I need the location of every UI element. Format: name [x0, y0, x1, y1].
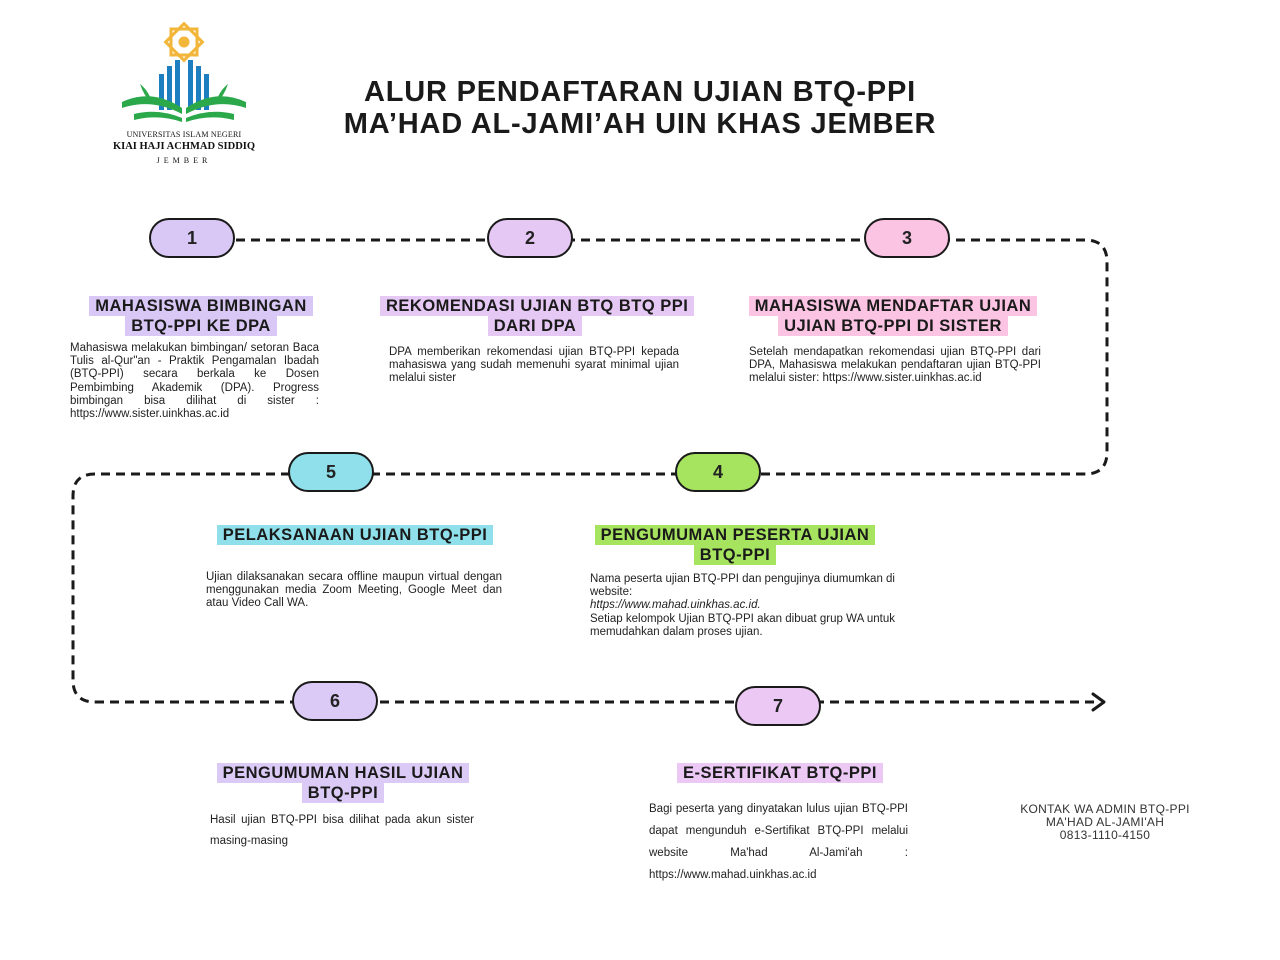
- step-4-heading-text: PENGUMUMAN PESERTA UJIAN BTQ-PPI: [594, 525, 876, 565]
- arrow-head: [1091, 692, 1106, 712]
- step-3-number: 3: [864, 218, 950, 258]
- step-2-heading-text: REKOMENDASI UJIAN BTQ BTQ PPI DARI DPA: [380, 296, 695, 336]
- step-7-heading: E-SERTIFIKAT BTQ-PPI: [650, 763, 910, 783]
- logo-line-3: JEMBER: [156, 156, 212, 165]
- step-2-description: DPA memberikan rekomendasi ujian BTQ-PPI…: [389, 346, 679, 385]
- step-5-heading: PELAKSANAAN UJIAN BTQ-PPI: [200, 525, 510, 545]
- step-7-description: Bagi peserta yang dinyatakan lulus ujian…: [649, 803, 908, 881]
- university-logo: UNIVERSITAS ISLAM NEGERI KIAI HAJI ACHMA…: [100, 22, 268, 172]
- step-1-number: 1: [149, 218, 235, 258]
- logo-line-1: UNIVERSITAS ISLAM NEGERI: [126, 130, 242, 139]
- step-6-heading-text: PENGUMUMAN HASIL UJIAN BTQ-PPI: [216, 763, 470, 803]
- page-title-line-1: ALUR PENDAFTARAN UJIAN BTQ-PPI: [364, 76, 916, 108]
- connector-row2: [71, 472, 1085, 704]
- step-4-description: Nama peserta ujian BTQ-PPI dan pengujiny…: [590, 573, 895, 639]
- step-4-description-link[interactable]: https://www.mahad.uinkhas.ac.id.: [590, 599, 761, 612]
- contact-info: KONTAK WA ADMIN BTQ-PPI MA'HAD AL-JAMI'A…: [1000, 803, 1210, 842]
- step-4-heading: PENGUMUMAN PESERTA UJIAN BTQ-PPI: [580, 525, 890, 565]
- step-3-heading-text: MAHASISWA MENDAFTAR UJIAN UJIAN BTQ-PPI …: [748, 296, 1038, 336]
- step-4-description-line-2: Setiap kelompok Ujian BTQ-PPI akan dibua…: [590, 612, 895, 638]
- contact-line-2: MA'HAD AL-JAMI'AH: [1045, 815, 1165, 829]
- logo-emblem: [122, 22, 246, 122]
- step-2-number: 2: [487, 218, 573, 258]
- step-5-number: 5: [288, 452, 374, 492]
- page-title-line-2: MA’HAD AL-JAMI’AH UIN KHAS JEMBER: [343, 108, 937, 140]
- step-1-heading: MAHASISWA BIMBINGAN BTQ-PPI KE DPA: [70, 296, 332, 336]
- step-6-description: Hasil ujian BTQ-PPI bisa dilihat pada ak…: [210, 814, 474, 847]
- step-6-heading: PENGUMUMAN HASIL UJIAN BTQ-PPI: [205, 763, 481, 803]
- step-2-heading: REKOMENDASI UJIAN BTQ BTQ PPI DARI DPA: [380, 296, 695, 336]
- contact-line-1: KONTAK WA ADMIN BTQ-PPI: [1020, 802, 1190, 816]
- step-3-description: Setelah mendapatkan rekomendasi ujian BT…: [749, 346, 1041, 385]
- step-1-description: Mahasiswa melakukan bimbingan/ setoran B…: [70, 342, 319, 421]
- step-7-number: 7: [735, 686, 821, 726]
- step-4-description-line-1: Nama peserta ujian BTQ-PPI dan pengujiny…: [590, 573, 895, 599]
- step-3-heading: MAHASISWA MENDAFTAR UJIAN UJIAN BTQ-PPI …: [735, 296, 1051, 336]
- step-5-description: Ujian dilaksanakan secara offline maupun…: [206, 571, 502, 610]
- connector-row1: [236, 238, 1109, 476]
- step-4-number: 4: [675, 452, 761, 492]
- logo-line-2: KIAI HAJI ACHMAD SIDDIQ: [112, 141, 256, 152]
- step-5-heading-text: PELAKSANAAN UJIAN BTQ-PPI: [216, 525, 494, 545]
- step-6-number: 6: [292, 681, 378, 721]
- step-1-heading-text: MAHASISWA BIMBINGAN BTQ-PPI KE DPA: [89, 296, 313, 336]
- contact-phone[interactable]: 0813-1110-4150: [1059, 828, 1151, 842]
- step-7-heading-text: E-SERTIFIKAT BTQ-PPI: [677, 763, 883, 783]
